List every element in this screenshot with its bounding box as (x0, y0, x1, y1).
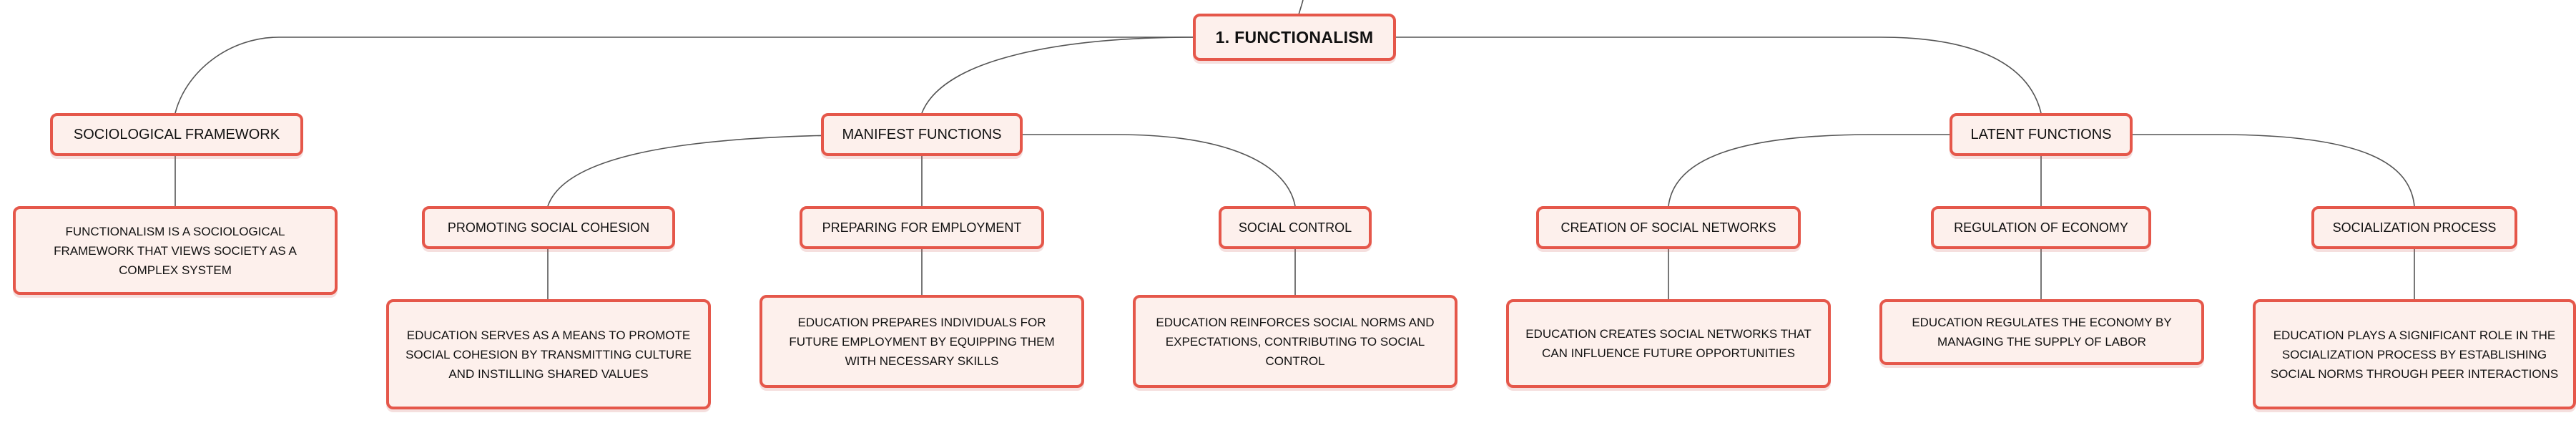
regulation-of-economy-label: REGULATION OF ECONOMY (1954, 220, 2128, 235)
root-label: 1. FUNCTIONALISM (1215, 27, 1374, 47)
sociological-framework-detail[interactable]: FUNCTIONALISM IS A SOCIOLOGICAL FRAMEWOR… (13, 206, 338, 295)
latent-functions-label: LATENT FUNCTIONS (1970, 126, 2112, 142)
creation-of-social-networks-detail[interactable]: EDUCATION CREATES SOCIAL NETWORKS THAT C… (1506, 299, 1831, 388)
regulation-of-economy-node[interactable]: REGULATION OF ECONOMY (1931, 206, 2151, 249)
manifest-functions-node[interactable]: MANIFEST FUNCTIONS (821, 113, 1023, 156)
preparing-for-employment-detail-text: EDUCATION PREPARES INDIVIDUALS FOR FUTUR… (789, 315, 1055, 368)
preparing-for-employment-detail[interactable]: EDUCATION PREPARES INDIVIDUALS FOR FUTUR… (759, 295, 1084, 388)
creation-of-social-networks-node[interactable]: CREATION OF SOCIAL NETWORKS (1536, 206, 1801, 249)
connector-manifest-social-control (1020, 134, 1296, 207)
socialization-process-node[interactable]: SOCIALIZATION PROCESS (2311, 206, 2517, 249)
social-control-node[interactable]: SOCIAL CONTROL (1219, 206, 1372, 249)
connector-latent-networks (1668, 134, 1952, 207)
preparing-for-employment-label: PREPARING FOR EMPLOYMENT (822, 220, 1022, 235)
preparing-for-employment-node[interactable]: PREPARING FOR EMPLOYMENT (800, 206, 1044, 249)
latent-functions-node[interactable]: LATENT FUNCTIONS (1950, 113, 2133, 156)
social-control-detail-text: EDUCATION REINFORCES SOCIAL NORMS AND EX… (1156, 315, 1435, 368)
sociological-framework-label: SOCIOLOGICAL FRAMEWORK (73, 126, 280, 142)
regulation-of-economy-detail[interactable]: EDUCATION REGULATES THE ECONOMY BY MANAG… (1879, 299, 2204, 365)
connector-latent-socialization (2130, 134, 2415, 207)
socialization-process-label: SOCIALIZATION PROCESS (2332, 220, 2497, 235)
sociological-framework-node[interactable]: SOCIOLOGICAL FRAMEWORK (50, 113, 303, 156)
promoting-social-cohesion-detail-text: EDUCATION SERVES AS A MEANS TO PROMOTE S… (405, 328, 692, 381)
regulation-of-economy-detail-text: EDUCATION REGULATES THE ECONOMY BY MANAG… (1912, 316, 2172, 349)
creation-of-social-networks-label: CREATION OF SOCIAL NETWORKS (1560, 220, 1776, 235)
promoting-social-cohesion-node[interactable]: PROMOTING SOCIAL COHESION (422, 206, 675, 249)
socialization-process-detail-text: EDUCATION PLAYS A SIGNIFICANT ROLE IN TH… (2270, 328, 2559, 381)
socialization-process-detail[interactable]: EDUCATION PLAYS A SIGNIFICANT ROLE IN TH… (2253, 299, 2576, 409)
sociological-framework-detail-text: FUNCTIONALISM IS A SOCIOLOGICAL FRAMEWOR… (54, 224, 297, 277)
social-control-detail[interactable]: EDUCATION REINFORCES SOCIAL NORMS AND EX… (1133, 295, 1457, 388)
manifest-functions-label: MANIFEST FUNCTIONS (842, 126, 1002, 142)
creation-of-social-networks-detail-text: EDUCATION CREATES SOCIAL NETWORKS THAT C… (1525, 327, 1811, 360)
connector-root-latent-functions (1396, 37, 2042, 114)
promoting-social-cohesion-detail[interactable]: EDUCATION SERVES AS A MEANS TO PROMOTE S… (386, 299, 711, 409)
connector-root-sociological-framework (174, 37, 1194, 114)
connector-root-manifest-functions (921, 37, 1195, 114)
promoting-social-cohesion-label: PROMOTING SOCIAL COHESION (447, 220, 650, 235)
social-control-label: SOCIAL CONTROL (1238, 220, 1352, 235)
root-node[interactable]: 1. FUNCTIONALISM (1193, 14, 1396, 61)
